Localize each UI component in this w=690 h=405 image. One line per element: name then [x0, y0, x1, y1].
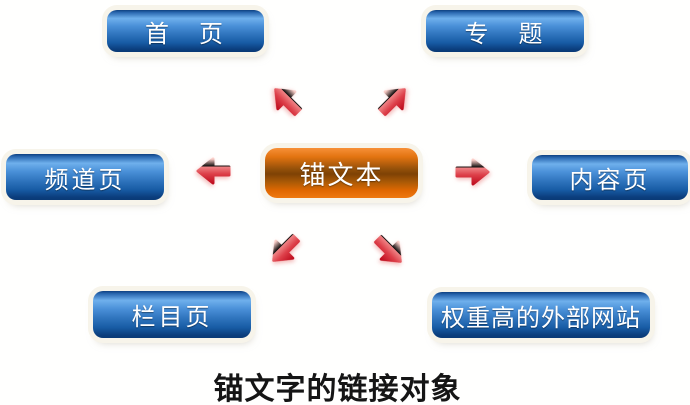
node-home-page-label: 首 页 [145, 19, 226, 48]
node-anchor-text-label: 锚文本 [299, 160, 384, 191]
node-channel-page-label: 频道页 [44, 165, 126, 194]
arrow-up-right-icon [372, 79, 415, 122]
node-topic-page-label: 专 题 [464, 19, 546, 48]
arrow-down-left-icon [263, 228, 306, 271]
node-content-page: 内容页 [532, 155, 688, 200]
arrow-left-icon [196, 157, 231, 185]
arrow-down-right-icon [368, 229, 411, 272]
node-column-page-label: 栏目页 [131, 303, 213, 331]
diagram-caption: 锚文字的链接对象 [213, 372, 462, 405]
node-column-page: 栏目页 [93, 291, 251, 338]
arrow-right-icon [455, 158, 490, 186]
node-content-page-label: 内容页 [569, 166, 651, 194]
node-channel-page: 频道页 [6, 154, 164, 200]
node-anchor-text: 锚文本 [265, 148, 418, 198]
node-external-site: 权重高的外部网站 [432, 292, 650, 338]
node-topic-page: 专 题 [426, 10, 584, 52]
node-home-page: 首 页 [107, 10, 264, 52]
arrow-up-left-icon [265, 79, 308, 122]
node-external-site-label: 权重高的外部网站 [441, 303, 641, 332]
